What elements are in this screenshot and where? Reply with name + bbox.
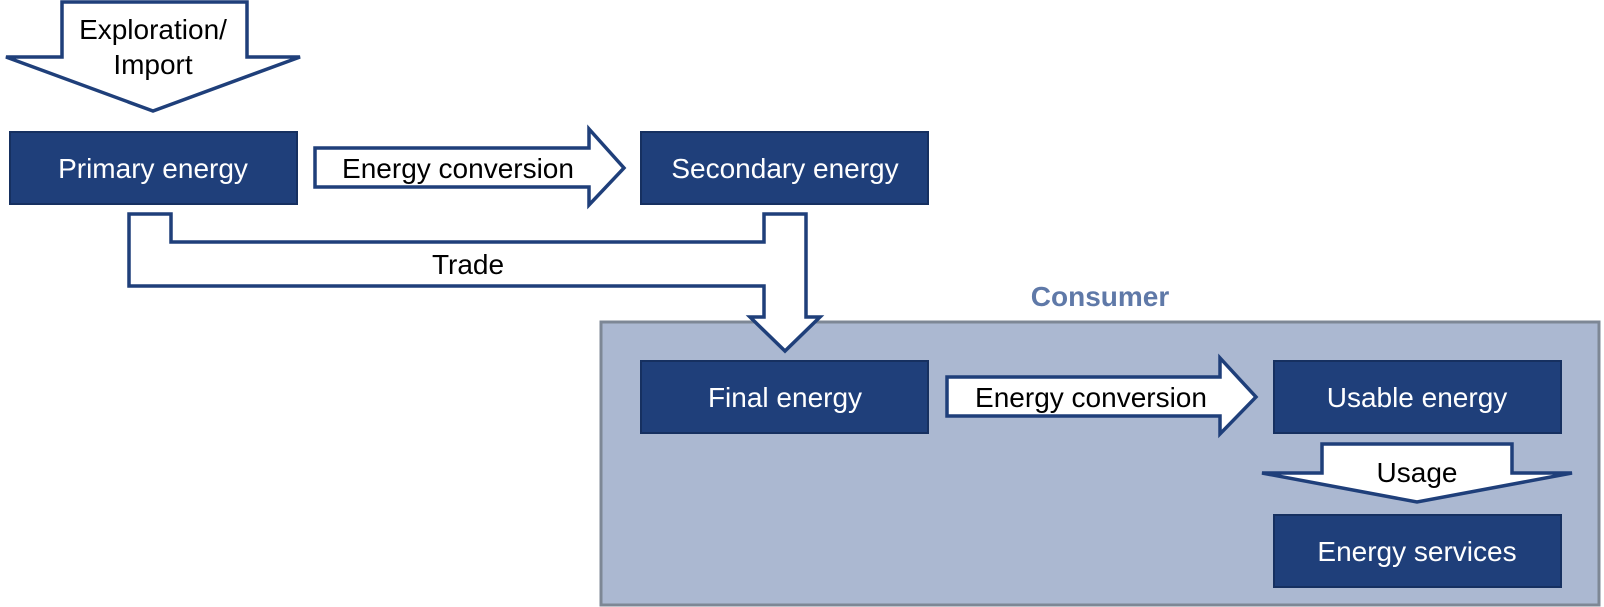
trade-label: Trade [432, 249, 504, 280]
exploration-import-arrow [5, 0, 301, 113]
energy-services-box [1273, 514, 1562, 588]
secondary-energy-label: Secondary energy [671, 153, 898, 184]
energy-conversion-label-bottom: Energy conversion [975, 382, 1207, 413]
final-energy-label: Final energy [708, 382, 862, 413]
consumer-label: Consumer [1031, 281, 1170, 312]
primary-energy-label: Primary energy [58, 153, 248, 184]
import-label-text: Import [113, 49, 193, 80]
usage-label: Usage [1377, 457, 1458, 488]
usage-arrow [1261, 442, 1573, 504]
usable-energy-box [1273, 360, 1562, 434]
trade-arrow [127, 212, 825, 354]
primary-energy-box [9, 131, 298, 205]
final-energy-box [640, 360, 929, 434]
usable-energy-label: Usable energy [1327, 382, 1508, 413]
exploration-label: Exploration/ [79, 14, 227, 45]
energy-conversion-arrow-bottom [945, 353, 1259, 439]
energy-conversion-label-top: Energy conversion [342, 153, 574, 184]
secondary-energy-box [640, 131, 929, 205]
energy-conversion-arrow-top [313, 124, 627, 210]
energy-services-label: Energy services [1317, 536, 1516, 567]
